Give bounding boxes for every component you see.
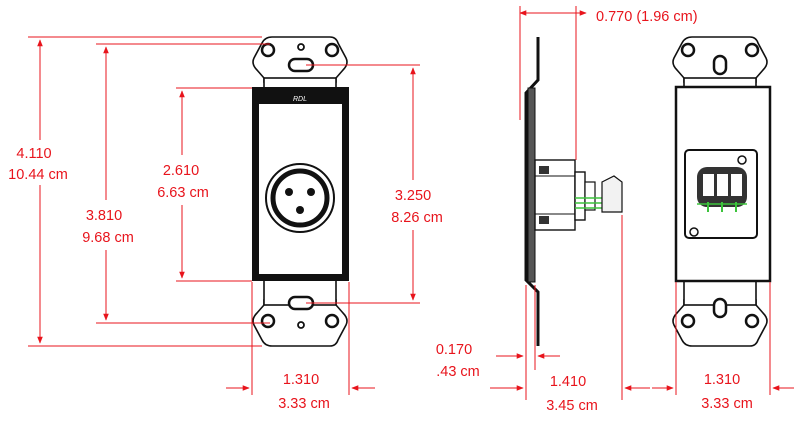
side-view xyxy=(524,37,623,346)
rear-width-cm: 3.33 cm xyxy=(701,396,753,412)
hole-spacing-in: 3.250 xyxy=(395,188,431,204)
hole-spacing-cm: 8.26 cm xyxy=(391,210,443,226)
mount-hole-icon xyxy=(744,42,760,58)
mount-hole-icon xyxy=(297,321,305,329)
slot-hole-icon xyxy=(712,54,728,76)
front-dimensions xyxy=(28,36,420,395)
panel-height-in: 2.610 xyxy=(163,163,199,179)
total-depth-in: 1.410 xyxy=(550,374,586,390)
mount-height-in: 3.810 xyxy=(86,208,122,224)
mount-hole-icon xyxy=(297,43,305,51)
total-depth-cm: 3.45 cm xyxy=(546,398,598,414)
mount-hole-icon xyxy=(680,42,696,58)
slot-hole-icon xyxy=(712,297,728,319)
rear-width-in: 1.310 xyxy=(704,372,740,388)
terminal-block-icon xyxy=(601,175,623,213)
rear-dimensions xyxy=(652,282,794,395)
side-dimension-labels: 0.770 (1.96 cm) 0.170 .43 cm 1.410 3.45 … xyxy=(436,9,698,414)
front-width-cm: 3.33 cm xyxy=(278,396,330,412)
front-width-in: 1.310 xyxy=(283,372,319,388)
overall-height-cm: 10.44 cm xyxy=(8,167,68,183)
front-dimension-labels: 4.110 10.44 cm 3.810 9.68 cm 2.610 6.63 … xyxy=(8,146,443,412)
rdl-logo: RDL xyxy=(293,96,307,103)
rear-dimension-labels: 1.310 3.33 cm xyxy=(701,372,753,412)
plate-depth-in: 0.170 xyxy=(436,342,472,358)
screw-icon xyxy=(689,227,699,237)
overall-height-in: 4.110 xyxy=(16,146,51,162)
screw-icon xyxy=(737,155,747,165)
side-plate xyxy=(527,87,536,283)
plate-depth-cm: .43 cm xyxy=(436,364,480,380)
mount-hole-icon xyxy=(324,313,340,329)
mount-hole-icon xyxy=(324,42,340,58)
side-strap xyxy=(524,37,540,346)
mount-height-cm: 9.68 cm xyxy=(82,230,134,246)
side-dimensions xyxy=(490,6,650,400)
rear-view xyxy=(672,36,772,347)
front-view: RDL xyxy=(252,36,349,347)
depth-label: 0.770 (1.96 cm) xyxy=(596,9,698,25)
mount-hole-icon xyxy=(680,313,696,329)
panel-height-cm: 6.63 cm xyxy=(157,185,209,201)
mount-hole-icon xyxy=(744,313,760,329)
mount-hole-icon xyxy=(260,313,276,329)
mount-hole-icon xyxy=(260,42,276,58)
